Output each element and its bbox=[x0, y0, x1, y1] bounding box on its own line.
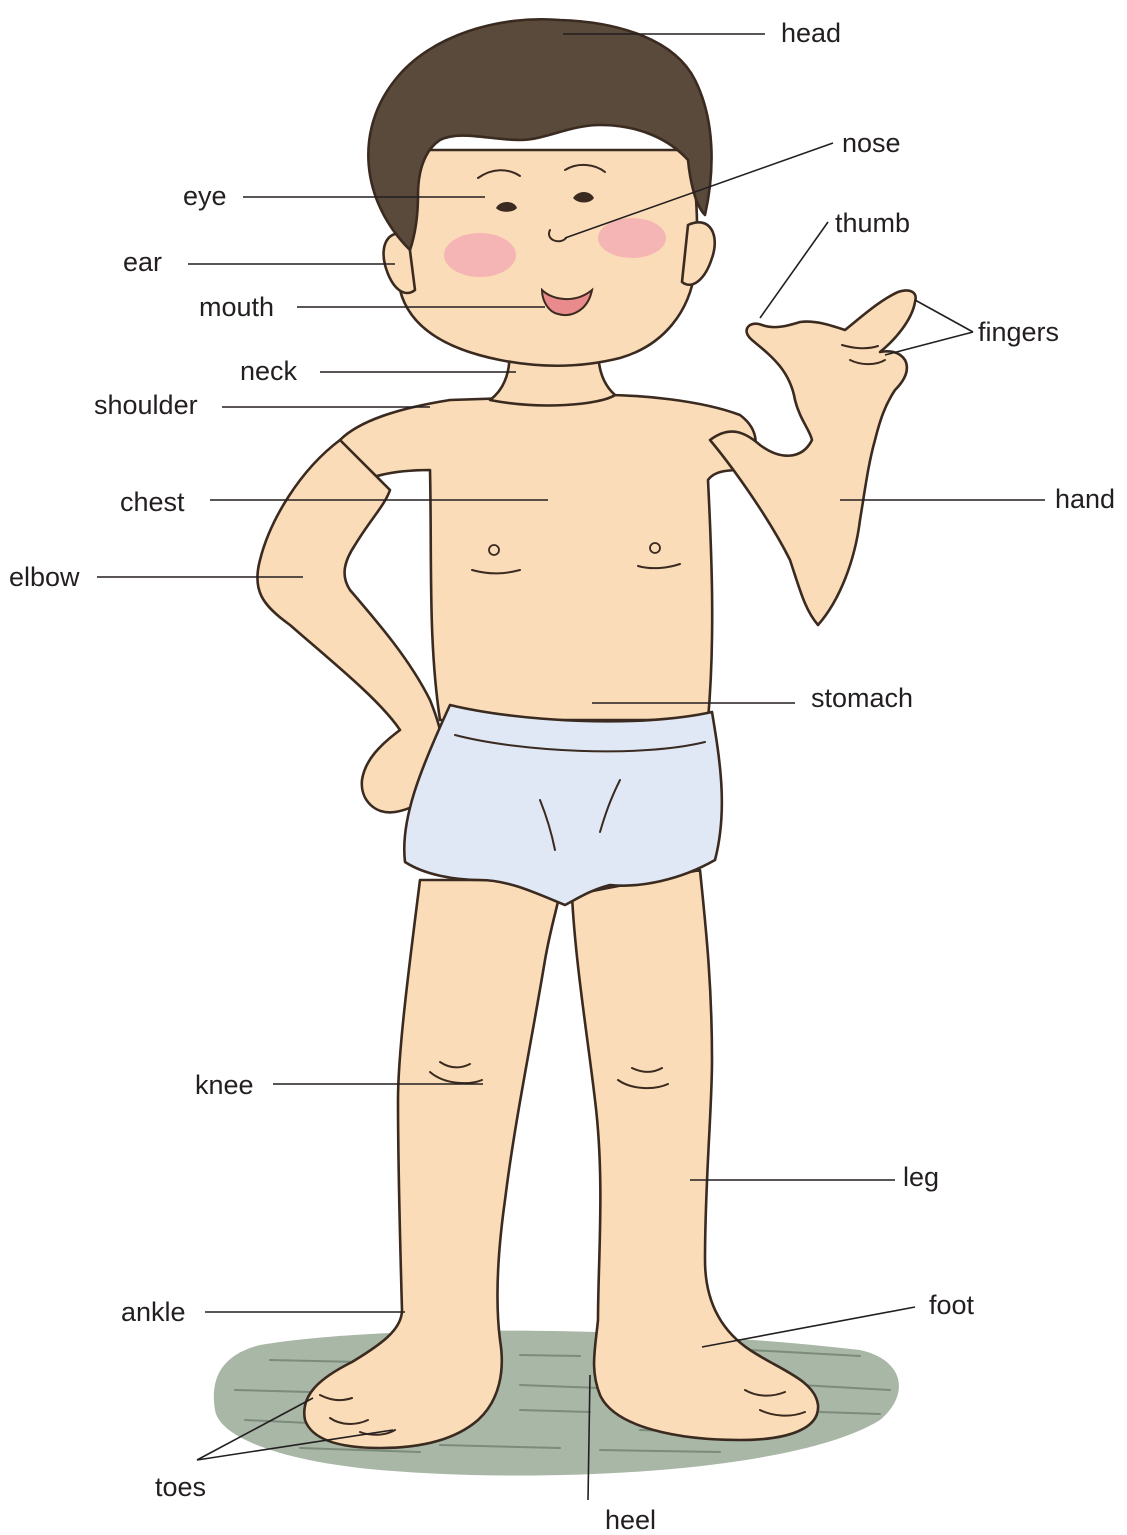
label-nose: nose bbox=[842, 130, 901, 157]
label-hand: hand bbox=[1055, 486, 1115, 513]
label-toes: toes bbox=[155, 1474, 206, 1501]
label-foot: foot bbox=[929, 1292, 974, 1319]
label-shoulder: shoulder bbox=[94, 392, 198, 419]
label-mouth: mouth bbox=[199, 294, 274, 321]
label-elbow: elbow bbox=[9, 564, 80, 591]
label-fingers: fingers bbox=[978, 319, 1059, 346]
label-stomach: stomach bbox=[811, 685, 913, 712]
label-knee: knee bbox=[195, 1072, 254, 1099]
right-arm bbox=[710, 290, 916, 625]
face bbox=[399, 150, 697, 366]
label-chest: chest bbox=[120, 489, 185, 516]
label-heel: heel bbox=[605, 1507, 656, 1534]
underwear bbox=[404, 705, 722, 905]
label-ankle: ankle bbox=[121, 1299, 186, 1326]
label-eye: eye bbox=[183, 183, 227, 210]
label-leg: leg bbox=[903, 1164, 939, 1191]
label-thumb: thumb bbox=[835, 210, 910, 237]
left-arm bbox=[257, 440, 442, 812]
label-ear: ear bbox=[123, 249, 162, 276]
right-ear bbox=[682, 222, 715, 284]
label-neck: neck bbox=[240, 358, 297, 385]
label-head: head bbox=[781, 20, 841, 47]
